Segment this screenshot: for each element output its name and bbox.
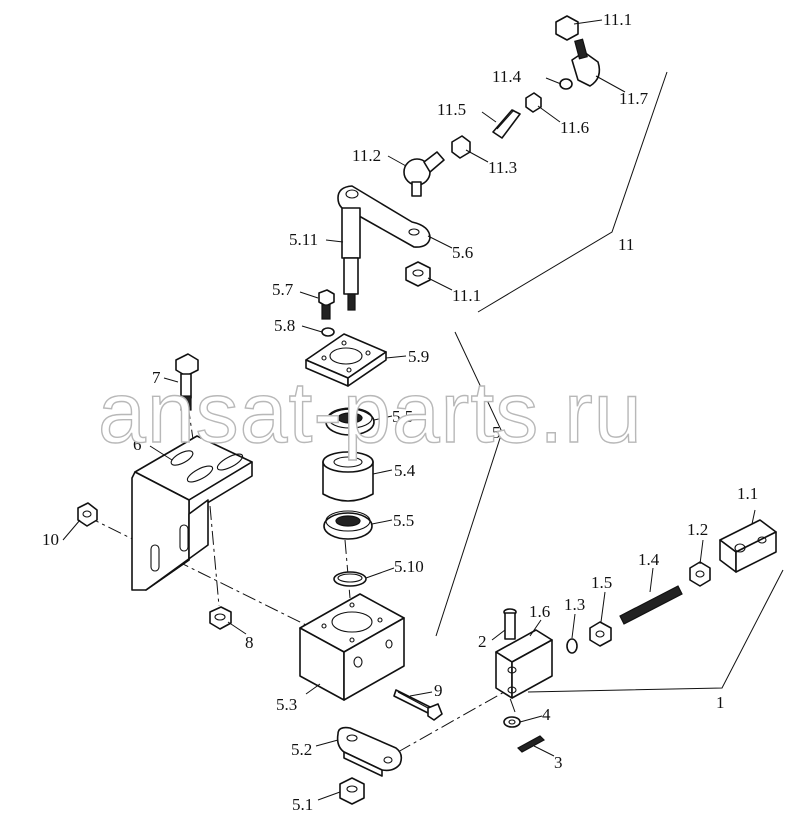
callout-10: 10 (42, 530, 59, 549)
pin-2 (503, 608, 517, 640)
callout-5-6: 5.6 (452, 243, 473, 262)
callout-11-3: 11.3 (488, 158, 517, 177)
callout-11-1-bottom: 11.1 (452, 286, 481, 305)
bolt-9 (393, 689, 443, 721)
callout-7: 7 (152, 368, 161, 387)
bearing-5-5-bottom (323, 510, 373, 540)
threaded-rod-1-4 (619, 585, 683, 625)
callout-11-4: 11.4 (492, 67, 522, 86)
bolt-7 (175, 353, 199, 411)
retaining-ring-5-10 (333, 571, 367, 587)
callout-2: 2 (478, 632, 487, 651)
callout-4: 4 (542, 705, 551, 724)
group-leaders (435, 71, 784, 693)
callout-5-2: 5.2 (291, 740, 312, 759)
callout-1-6: 1.6 (529, 602, 550, 621)
callout-5-4: 5.4 (394, 461, 416, 480)
lever-5-6 (337, 185, 431, 311)
callout-1-3: 1.3 (564, 595, 585, 614)
nut-11-1-lower (405, 261, 431, 287)
cotter-pin-3 (517, 735, 545, 753)
washer-5-8 (321, 327, 335, 337)
callout-11: 11 (618, 235, 634, 254)
callout-5-3: 5.3 (276, 695, 297, 714)
callout-labels: 11.1 11.4 11.7 11.5 11.6 11.2 11.3 11 5.… (42, 10, 758, 814)
nut-5-1 (339, 777, 365, 805)
washer-1-3 (566, 638, 578, 654)
callout-8: 8 (245, 633, 254, 652)
flange-5-9 (305, 333, 387, 387)
callout-5-1: 5.1 (292, 795, 313, 814)
callout-5-7: 5.7 (272, 280, 294, 299)
bracket-6 (131, 435, 253, 591)
bushing-5-4 (322, 451, 374, 502)
callout-1: 1 (716, 693, 725, 712)
callout-5: 5 (492, 423, 501, 442)
link-5-2 (336, 726, 403, 777)
callout-5-8: 5.8 (274, 316, 295, 335)
center-lines (85, 404, 521, 753)
callout-11-6: 11.6 (560, 118, 589, 137)
callout-1-4: 1.4 (638, 550, 660, 569)
nut-8 (209, 606, 232, 630)
bearing-5-5-top (325, 407, 375, 436)
callout-3: 3 (554, 753, 563, 772)
clevis-1-6 (495, 629, 553, 699)
nut-1-5 (589, 621, 612, 647)
callout-5-5-top: 5.5 (392, 407, 413, 426)
callout-leaders (62, 19, 756, 801)
washer-4 (503, 716, 521, 728)
callout-9: 9 (434, 681, 443, 700)
callout-1-2: 1.2 (687, 520, 708, 539)
nut-1-2 (689, 561, 711, 587)
callout-5-9: 5.9 (408, 347, 429, 366)
callout-11-7: 11.7 (619, 89, 649, 108)
callout-1-1: 1.1 (737, 484, 758, 503)
callout-11-1-top: 11.1 (603, 10, 632, 29)
clevis-1-1 (719, 519, 777, 573)
housing-5-3 (299, 593, 405, 701)
callout-1-5: 1.5 (591, 573, 612, 592)
ball-joint-assembly-11 (403, 15, 601, 197)
callout-5-5-bottom: 5.5 (393, 511, 414, 530)
callout-11-5: 11.5 (437, 100, 466, 119)
watermark-text: ansat-parts.ru (98, 365, 643, 461)
callout-11-2: 11.2 (352, 146, 381, 165)
screw-5-7 (318, 289, 335, 320)
callout-5-10: 5.10 (394, 557, 424, 576)
callout-6: 6 (133, 435, 142, 454)
callout-5-11: 5.11 (289, 230, 318, 249)
nut-10 (77, 502, 98, 527)
